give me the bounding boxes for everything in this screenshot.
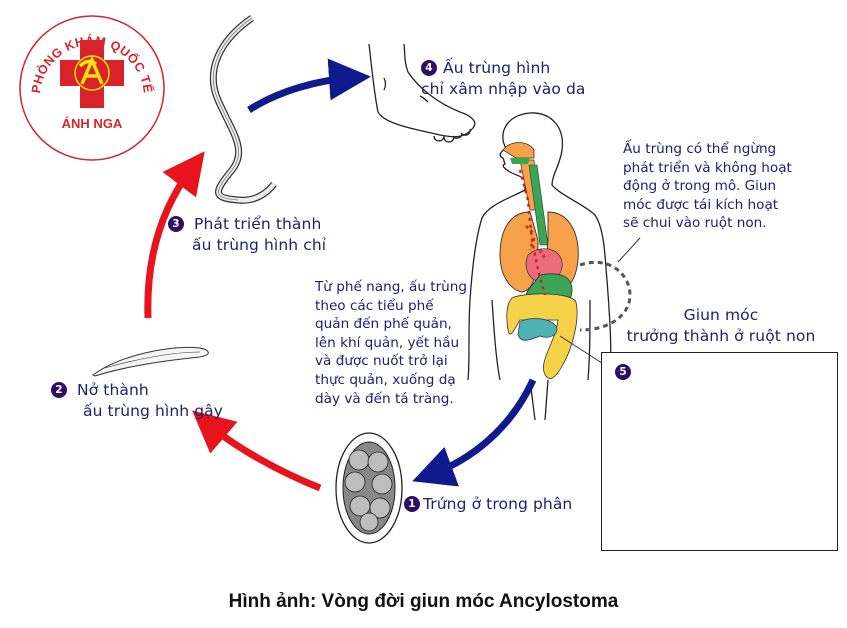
filariform-larva <box>209 15 277 204</box>
dormant-callout <box>559 237 641 366</box>
arrow-rhabditiform-to-filariform <box>144 151 205 319</box>
arrow-egg-to-rhabditiform <box>192 410 322 492</box>
stage-1-badge: 1 <box>404 496 420 512</box>
large-intestine <box>506 293 578 379</box>
migration-path <box>524 224 548 261</box>
stage-5-label: Giun móc trưởng thành ở ruột non <box>626 306 816 345</box>
clinic-logo: PHÒNG KHÁM QUỐC TẾ ÁNH NGA <box>19 15 165 161</box>
monogram-icon <box>78 55 104 85</box>
stage-3-badge: 3 <box>168 216 184 232</box>
rhabditiform-larva <box>92 347 209 377</box>
stage-4-badge: 4 <box>421 60 437 76</box>
adult-worm-box <box>601 352 838 551</box>
stage-2-badge: 2 <box>51 382 67 398</box>
egg-illustration <box>335 432 403 544</box>
arrow-larva-to-skin <box>247 58 371 113</box>
foot-illustration <box>368 43 476 143</box>
small-intestine <box>517 318 558 341</box>
logo-name: ÁNH NGA <box>62 116 123 131</box>
figure-caption: Hình ảnh: Vòng đời giun móc Ancylostoma <box>228 591 619 612</box>
migration-note: Từ phế nang, ấu trùng theo các tiểu phế … <box>315 279 468 407</box>
human-body <box>467 112 612 421</box>
organs <box>499 142 579 379</box>
dormant-larva-note: Ấu trùng có thể ngừng phát triển và khôn… <box>623 141 792 232</box>
arrow-intestine-to-egg <box>412 378 537 487</box>
nasal-cavity <box>502 142 535 159</box>
stage-5-badge: 5 <box>615 364 631 380</box>
